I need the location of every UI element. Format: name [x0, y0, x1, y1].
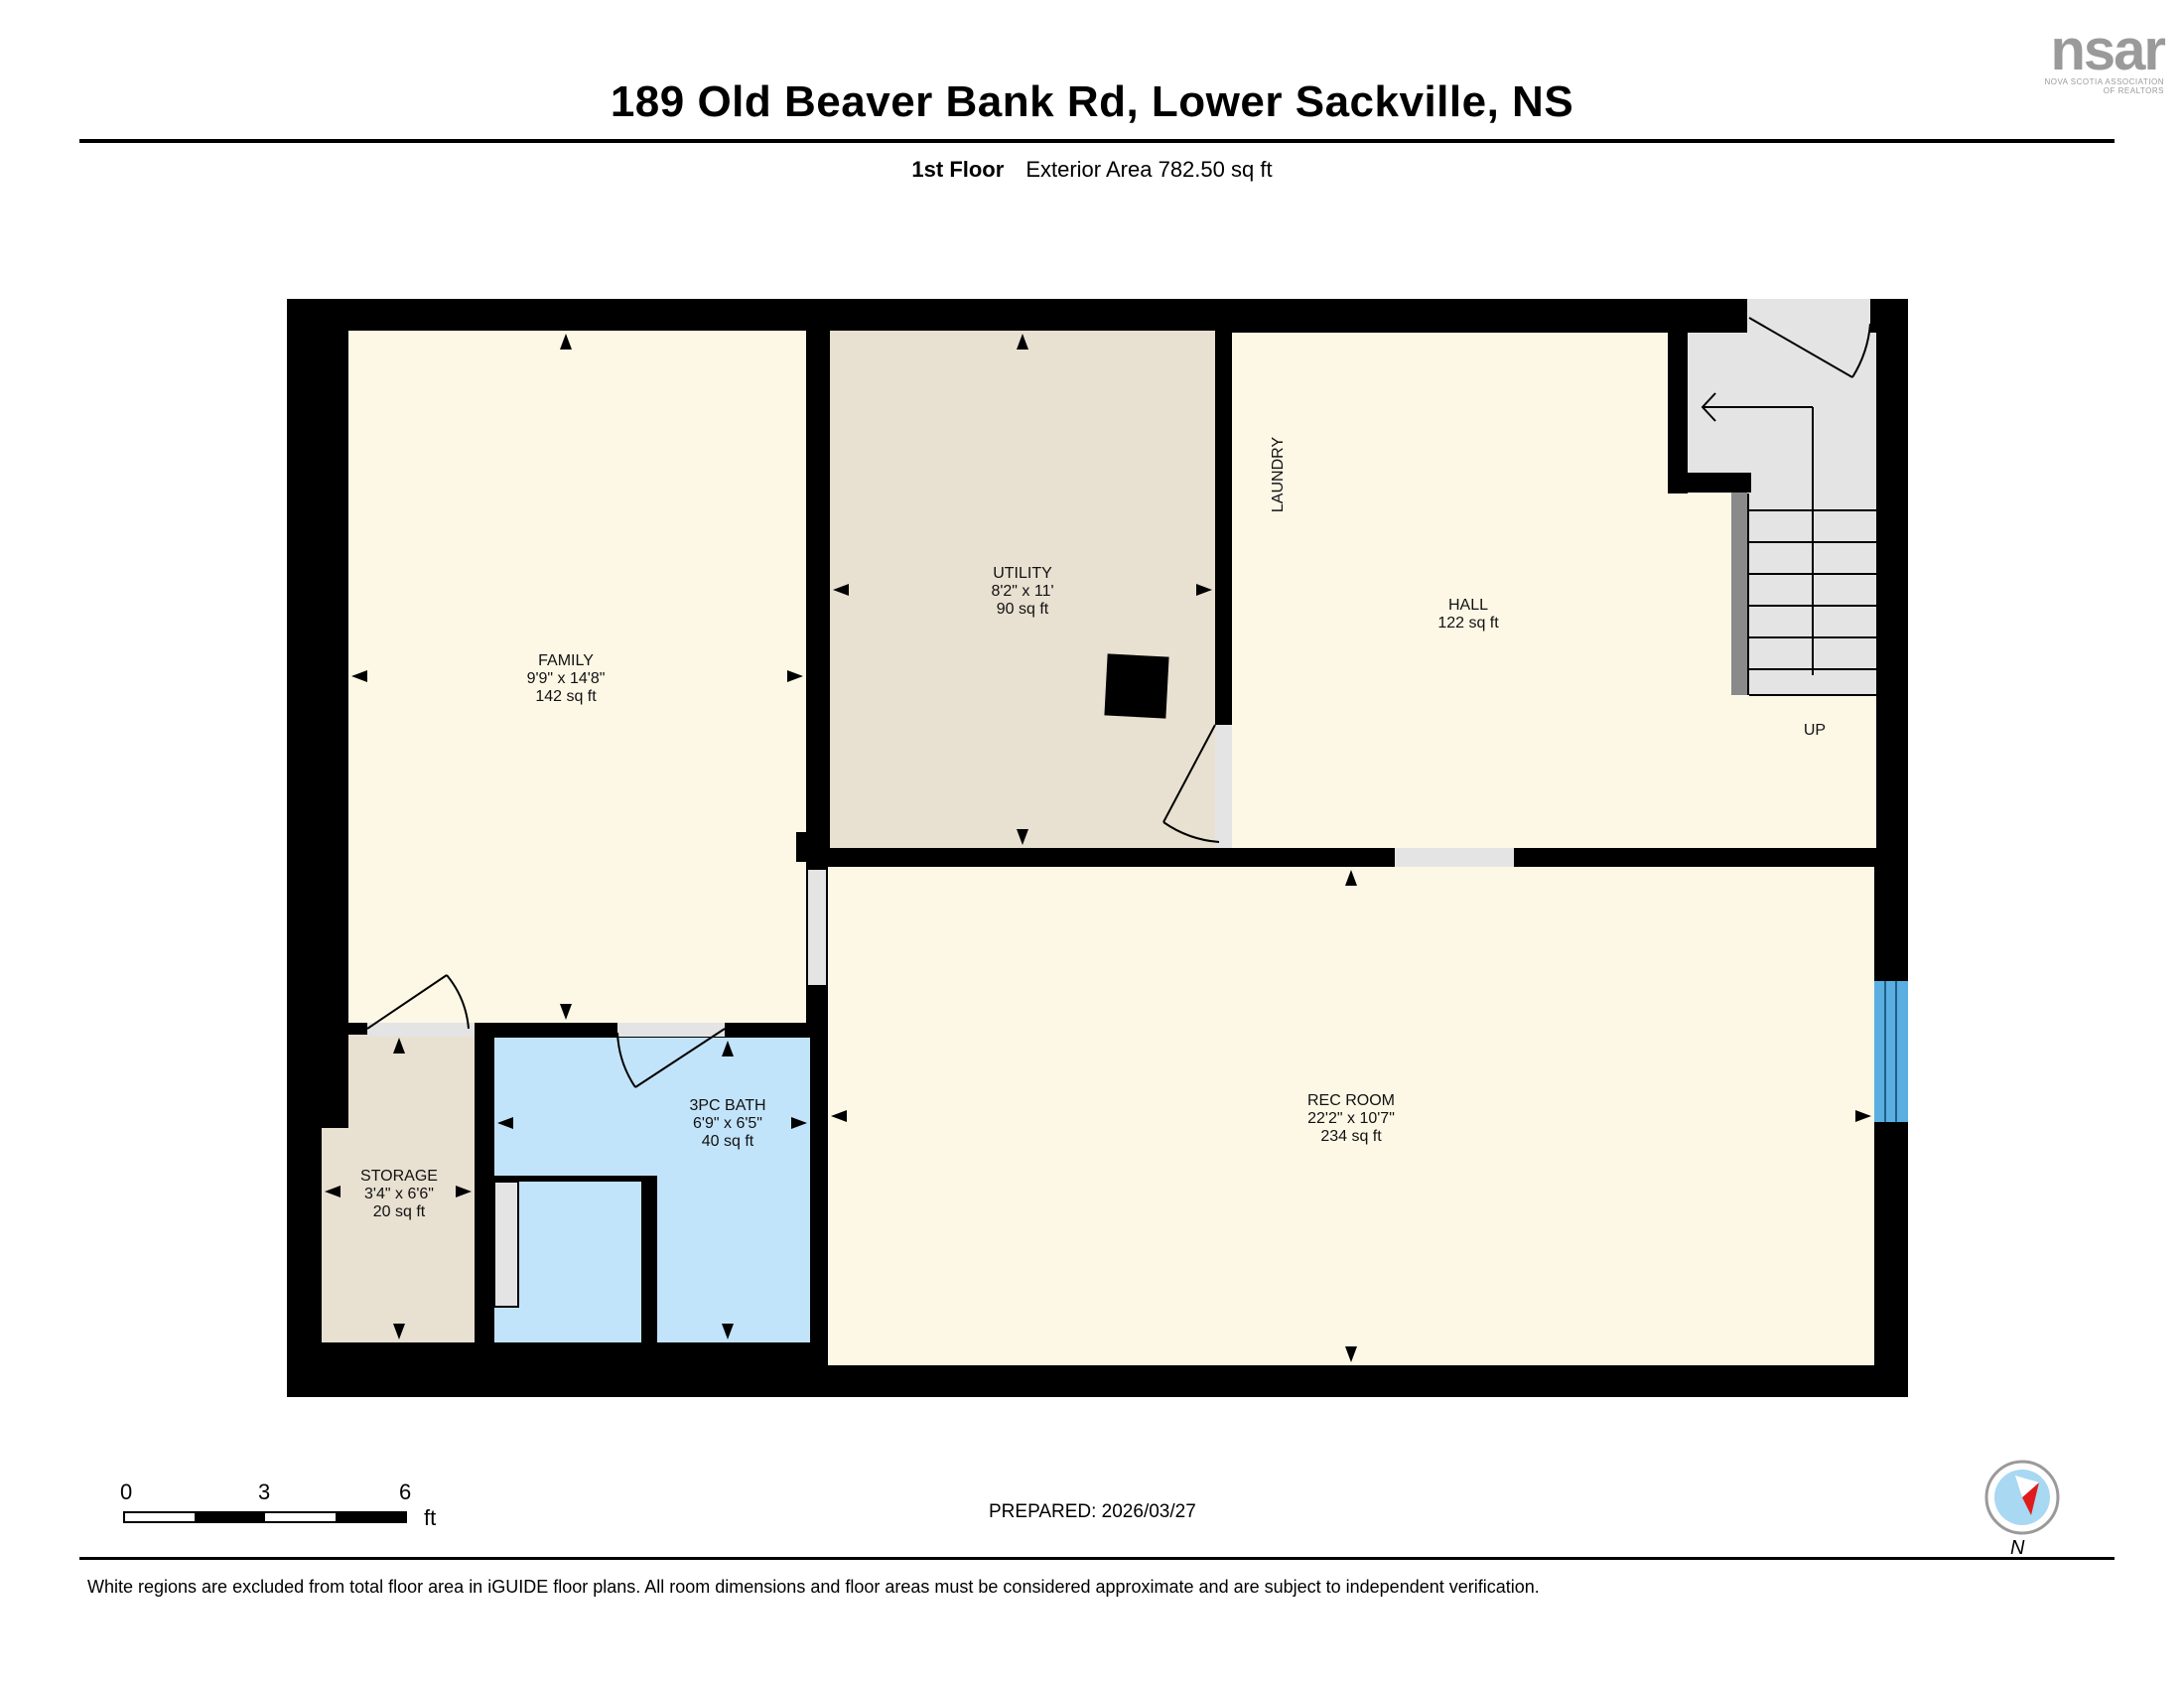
laundry-label: LAUNDRY	[1270, 437, 1287, 513]
room-utility	[830, 331, 1215, 848]
family-dims: 9'9" x 14'8"	[527, 670, 606, 687]
utility-doorway	[1215, 725, 1232, 848]
scale-bar	[123, 1511, 407, 1523]
room-hall	[1232, 333, 1876, 848]
storage-door-swing	[366, 974, 470, 1030]
utility-door-swing	[1162, 724, 1220, 843]
property-address: 189 Old Beaver Bank Rd, Lower Sackville,…	[610, 77, 1574, 126]
dimension-arrows	[325, 334, 1871, 1362]
rec-area: 234 sq ft	[1320, 1128, 1382, 1145]
logo-tagline: NOVA SCOTIA ASSOCIATION	[2044, 77, 2164, 86]
header-divider	[79, 139, 2115, 143]
stair-rail	[1731, 492, 1747, 695]
logo-tagline-2: OF REALTORS	[2103, 86, 2164, 95]
utility-dims: 8'2" x 11'	[991, 583, 1053, 600]
bath-door-swing	[616, 1028, 726, 1088]
compass-north-label: N	[2010, 1537, 2025, 1559]
utility-name: UTILITY	[993, 565, 1052, 582]
nsar-logo: nsar NOVA SCOTIA ASSOCIATION OF REALTORS	[2044, 18, 2166, 96]
storage-doorway	[367, 1023, 475, 1037]
storage-name: STORAGE	[360, 1168, 438, 1185]
exterior-area: Exterior Area 782.50 sq ft	[1025, 157, 1273, 182]
bath-area: 40 sq ft	[702, 1133, 754, 1150]
prepared-date: PREPARED: 2026/03/27	[989, 1501, 1196, 1522]
bath-dims: 6'9" x 6'5"	[693, 1115, 762, 1132]
logo-mark: nsar	[2050, 18, 2166, 82]
storage-area: 20 sq ft	[373, 1203, 426, 1220]
compass-icon	[1984, 1460, 2060, 1535]
stair-landing	[1688, 333, 1876, 493]
disclaimer: White regions are excluded from total fl…	[87, 1577, 1540, 1597]
stair-door-swing	[1748, 317, 1871, 378]
footer-divider	[79, 1557, 2115, 1560]
stair-wall-bottom	[1668, 473, 1751, 492]
bath-fixture	[493, 1181, 519, 1308]
stair-lines	[1701, 392, 1876, 696]
room-rec	[828, 867, 1874, 1365]
floor-summary: 1st Floor Exterior Area 782.50 sq ft	[0, 157, 2184, 183]
rec-name: REC ROOM	[1307, 1092, 1395, 1109]
room-storage	[322, 1035, 475, 1342]
stair-wall	[1668, 333, 1688, 493]
scale-label-3: 3	[258, 1479, 271, 1504]
bath-name: 3PC BATH	[689, 1097, 765, 1114]
family-area: 142 sq ft	[535, 688, 597, 705]
bath-doorway	[617, 1023, 725, 1037]
window-mullions	[1884, 981, 1897, 1122]
hall-rec-opening	[1395, 848, 1514, 867]
stair-top-opening	[1747, 299, 1870, 333]
room-family	[348, 331, 806, 1023]
scale-label-6: 6	[399, 1479, 412, 1504]
rec-window	[1874, 981, 1908, 1122]
stairs-up-label: UP	[1804, 722, 1826, 739]
hall-name: HALL	[1448, 597, 1488, 614]
scale-label-0: 0	[120, 1479, 133, 1504]
family-name: FAMILY	[538, 652, 594, 669]
bath-partition	[494, 1176, 643, 1182]
scale-unit: ft	[424, 1505, 437, 1530]
utility-area: 90 sq ft	[997, 601, 1049, 618]
family-rec-opening	[808, 870, 826, 985]
wall-nub	[796, 832, 812, 862]
furnace-block	[1104, 653, 1169, 719]
hall-area: 122 sq ft	[1437, 615, 1499, 632]
storage-dims: 3'4" x 6'6"	[364, 1186, 434, 1202]
rec-dims: 22'2" x 10'7"	[1307, 1110, 1395, 1127]
floor-label: 1st Floor	[911, 157, 1005, 182]
bath-partition-wall	[641, 1176, 657, 1342]
